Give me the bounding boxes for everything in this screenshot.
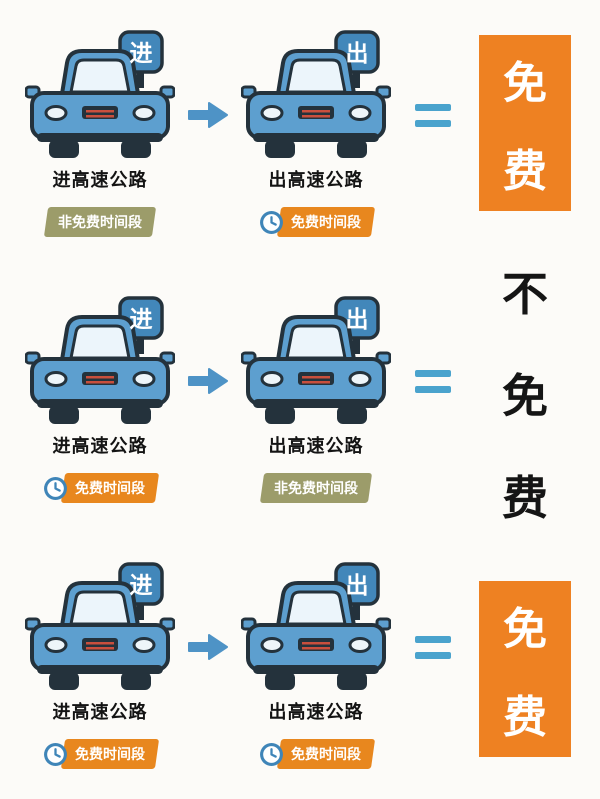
enter-label: 进高速公路 bbox=[52, 702, 148, 723]
rule-row-2: 进 进高速公路 免费时间段 出 出高速公路 非免费时间段 不免费 bbox=[0, 266, 600, 532]
time-badge-row: 免费时间段 bbox=[258, 739, 376, 769]
enter-sign-label: 进 bbox=[130, 306, 153, 332]
free-time-badge: 免费时间段 bbox=[60, 473, 160, 503]
enter-sign-label: 进 bbox=[130, 40, 153, 66]
result-text: 免费 bbox=[503, 604, 547, 743]
time-badge-row: 非免费时间段 bbox=[259, 473, 373, 503]
time-badge-row: 免费时间段 bbox=[42, 739, 160, 769]
exit-car-group: 出 出高速公路 免费时间段 bbox=[230, 30, 402, 237]
clock-icon bbox=[258, 741, 285, 767]
exit-label: 出高速公路 bbox=[268, 170, 364, 191]
time-badge-row: 免费时间段 bbox=[258, 207, 376, 237]
equals-icon bbox=[402, 369, 464, 393]
result-text: 免费 bbox=[503, 58, 547, 197]
rule-row-1: 进 进高速公路 非免费时间段 出 出高速公路 免费时间段 免费 bbox=[0, 0, 600, 266]
arrow-right-icon bbox=[186, 632, 230, 662]
time-badge-row: 非免费时间段 bbox=[43, 207, 157, 237]
exit-car-group: 出 出高速公路 免费时间段 bbox=[230, 562, 402, 769]
car-front-icon: 出 bbox=[241, 30, 391, 160]
nonfree-time-badge: 非免费时间段 bbox=[259, 473, 373, 503]
enter-sign-label: 进 bbox=[130, 572, 153, 598]
enter-car-group: 进 进高速公路 免费时间段 bbox=[14, 296, 186, 503]
car-front-icon: 出 bbox=[241, 296, 391, 426]
arrow-right-icon bbox=[186, 100, 230, 130]
result-text-not-free: 不免费 bbox=[502, 258, 548, 528]
car-front-icon: 出 bbox=[241, 562, 391, 692]
free-time-badge: 免费时间段 bbox=[60, 739, 160, 769]
exit-label: 出高速公路 bbox=[268, 436, 364, 457]
exit-sign-label: 出 bbox=[346, 306, 369, 332]
car-front-icon: 进 bbox=[25, 30, 175, 160]
result-box-free: 免费 bbox=[479, 581, 571, 757]
enter-car-group: 进 进高速公路 非免费时间段 bbox=[14, 30, 186, 237]
time-badge-row: 免费时间段 bbox=[42, 473, 160, 503]
exit-sign-label: 出 bbox=[346, 40, 369, 66]
car-front-icon: 进 bbox=[25, 562, 175, 692]
nonfree-time-badge: 非免费时间段 bbox=[43, 207, 157, 237]
rule-row-3: 进 进高速公路 免费时间段 出 出高速公路 免费时间段 免费 bbox=[0, 532, 600, 798]
result: 不免费 bbox=[464, 264, 586, 534]
clock-icon bbox=[42, 475, 69, 501]
enter-label: 进高速公路 bbox=[52, 170, 148, 191]
arrow-right-icon bbox=[186, 366, 230, 396]
enter-label: 进高速公路 bbox=[52, 436, 148, 457]
exit-sign-label: 出 bbox=[346, 572, 369, 598]
result: 免费 bbox=[464, 35, 586, 221]
free-time-badge: 免费时间段 bbox=[276, 739, 376, 769]
exit-label: 出高速公路 bbox=[268, 702, 364, 723]
exit-car-group: 出 出高速公路 非免费时间段 bbox=[230, 296, 402, 503]
free-time-badge: 免费时间段 bbox=[276, 207, 376, 237]
result-box-free: 免费 bbox=[479, 35, 571, 211]
clock-icon bbox=[258, 209, 285, 235]
equals-icon bbox=[402, 103, 464, 127]
equals-icon bbox=[402, 635, 464, 659]
enter-car-group: 进 进高速公路 免费时间段 bbox=[14, 562, 186, 769]
car-front-icon: 进 bbox=[25, 296, 175, 426]
result: 免费 bbox=[464, 577, 586, 757]
clock-icon bbox=[42, 741, 69, 767]
result-text: 不免费 bbox=[502, 267, 548, 525]
